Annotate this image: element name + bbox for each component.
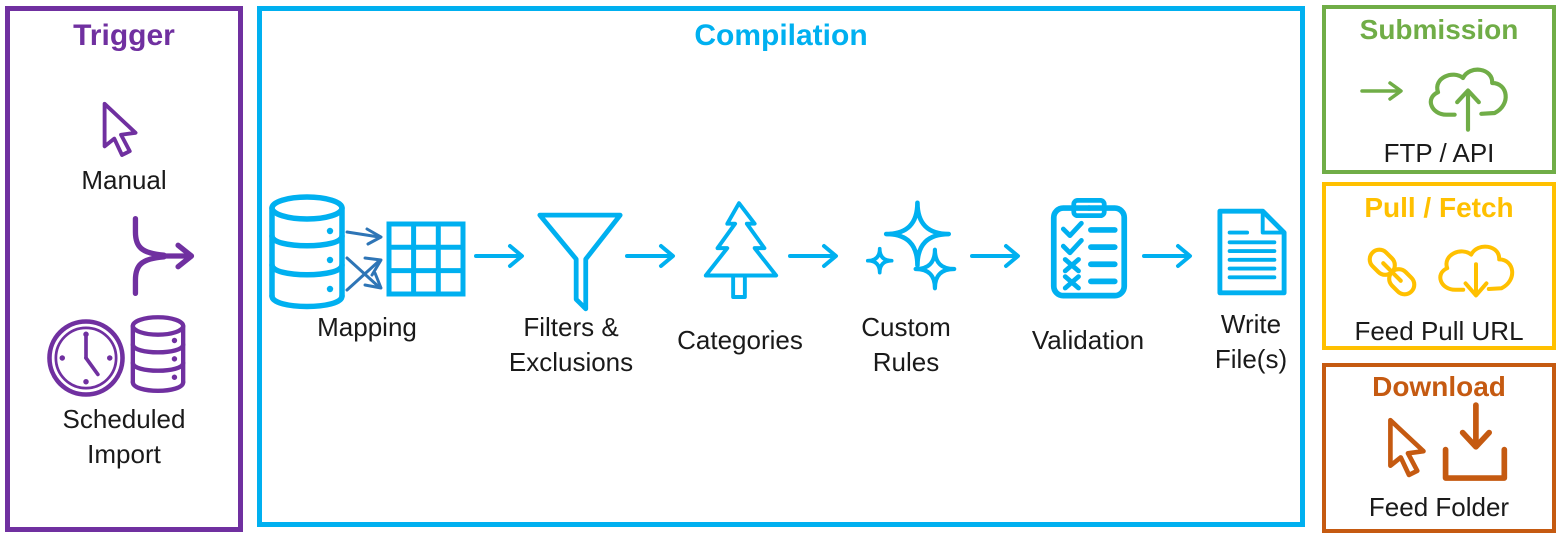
pull-fetch-title: Pull / Fetch — [1364, 192, 1514, 223]
manual-label: Manual — [81, 165, 167, 195]
sparkles-icon — [865, 200, 957, 291]
cursor-icon — [102, 101, 138, 157]
flow-arrow-icon — [1142, 244, 1192, 268]
trigger-title: Trigger — [73, 19, 175, 52]
download-tray-icon — [1442, 402, 1508, 481]
stage-label-validation: Validation — [1031, 325, 1145, 355]
pull-fetch-label: Feed Pull URL — [1354, 316, 1524, 346]
flow-arrow-icon — [788, 244, 838, 268]
database-icon — [130, 315, 186, 393]
flow-arrow-icon — [474, 244, 524, 268]
mapping-arrows — [345, 227, 383, 292]
merge-arrow-icon — [132, 216, 195, 296]
submission-title: Submission — [1359, 14, 1519, 45]
scheduled-import-label: Scheduled Import — [62, 404, 186, 469]
compilation-title: Compilation — [694, 19, 868, 52]
submission-label: FTP / API — [1383, 138, 1495, 168]
download-label: Feed Folder — [1368, 492, 1510, 522]
submission-panel: Submission FTP / API — [1322, 5, 1556, 174]
database-icon — [269, 194, 345, 310]
chain-link-icon — [1367, 247, 1417, 297]
checklist-clipboard-icon — [1050, 198, 1128, 299]
trigger-panel: Trigger Manual — [5, 6, 243, 532]
grid-icon — [386, 221, 466, 297]
clock-icon — [47, 319, 125, 397]
download-panel: Download Feed Folder — [1322, 363, 1556, 533]
cloud-download-icon — [1438, 244, 1515, 298]
stage-label-write-files: Write File(s) — [1214, 309, 1288, 374]
database-to-grid-mapping-icon — [269, 194, 466, 310]
compilation-panel: Compilation — [257, 6, 1305, 527]
arrow-right-icon — [1360, 81, 1403, 101]
tree-icon — [703, 201, 779, 299]
flow-arrow-icon — [970, 244, 1020, 268]
pull-fetch-panel: Pull / Fetch Feed Pull URL — [1322, 182, 1556, 350]
stage-label-categories: Categories — [677, 325, 803, 355]
stage-label-mapping: Mapping — [317, 312, 417, 342]
cloud-upload-icon — [1428, 67, 1508, 132]
flow-arrow-icon — [625, 244, 675, 268]
cursor-icon — [1388, 417, 1426, 478]
stage-label-filters: Filters & Exclusions — [508, 312, 634, 377]
document-icon — [1217, 208, 1287, 296]
stage-label-custom-rules: Custom Rules — [861, 312, 951, 377]
funnel-icon — [537, 212, 623, 312]
download-title: Download — [1372, 371, 1506, 402]
